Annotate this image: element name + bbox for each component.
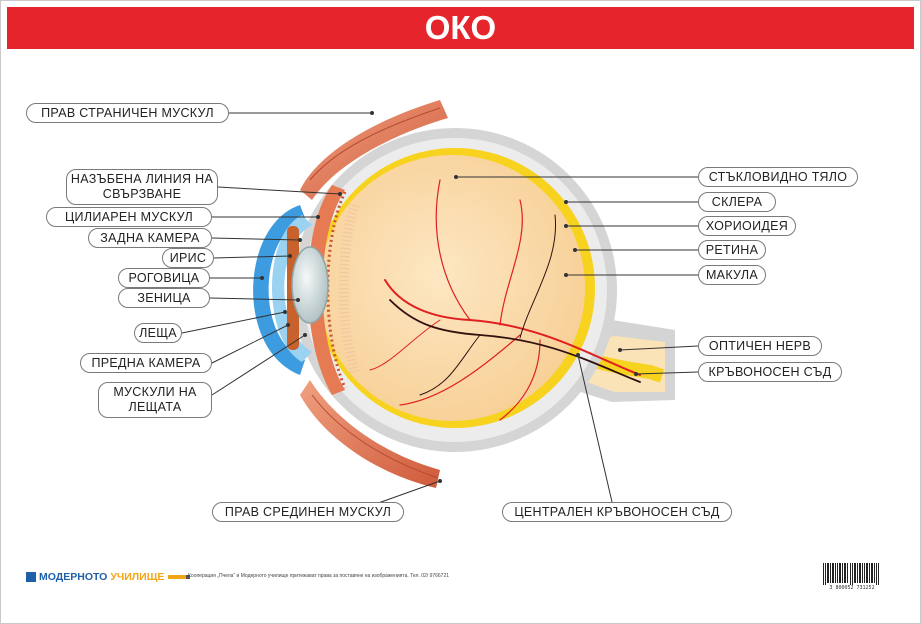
logo-text-part2: УЧИЛИЩЕ <box>110 571 165 583</box>
copyright-text: Кооперация „Пчела“ и Модерното училище п… <box>188 573 450 579</box>
publisher-logo: МОДЕРНОТО УЧИЛИЩЕ <box>26 570 191 584</box>
logo-text-part1: МОДЕРНОТО <box>39 571 108 583</box>
vitreous-body <box>319 155 585 421</box>
label-iris: ИРИС <box>162 248 214 268</box>
medial-muscle <box>300 380 440 488</box>
label-choroid: ХОРИОИДЕЯ <box>698 216 796 236</box>
label-blood-vessel: КРЪВОНОСЕН СЪД <box>698 362 842 382</box>
lateral-muscle <box>300 100 448 200</box>
logo-square-icon <box>26 572 36 582</box>
label-macula: МАКУЛА <box>698 265 766 285</box>
barcode-number: 3 800052 731252 <box>829 585 875 591</box>
lens <box>291 246 329 324</box>
label-medial-muscle: ПРАВ СРЕДИНЕН МУСКУЛ <box>212 502 404 522</box>
label-retina: РЕТИНА <box>698 240 766 260</box>
pencil-icon <box>168 575 191 579</box>
label-vitreous-body: СТЪКЛОВИДНО ТЯЛО <box>698 167 858 187</box>
blood-vessels <box>369 179 641 421</box>
ciliary-body <box>308 185 360 395</box>
title-bar: ОКО <box>7 7 914 49</box>
label-pupil: ЗЕНИЦА <box>118 288 210 308</box>
label-sclera: СКЛЕРА <box>698 192 776 212</box>
label-posterior-chamber: ЗАДНА КАМЕРА <box>88 228 212 248</box>
page-title: ОКО <box>424 9 497 46</box>
label-central-vessel: ЦЕНТРАЛЕН КРЪВОНОСЕН СЪД <box>502 502 732 522</box>
barcode-icon <box>823 563 879 585</box>
label-lateral-muscle: ПРАВ СТРАНИЧЕН МУСКУЛ <box>26 103 229 123</box>
label-lens-muscles: МУСКУЛИ НА ЛЕЩАТА <box>98 382 212 418</box>
label-optic-nerve: ОПТИЧЕН НЕРВ <box>698 336 822 356</box>
label-lens: ЛЕЩА <box>134 323 182 343</box>
cornea <box>253 205 312 375</box>
label-ciliary-muscle: ЦИЛИАРЕН МУСКУЛ <box>46 207 212 227</box>
label-cornea: РОГОВИЦА <box>118 268 210 288</box>
label-ora-serrata: НАЗЪБЕНА ЛИНИЯ НА СВЪРЗВАНЕ <box>66 169 218 205</box>
label-anterior-chamber: ПРЕДНА КАМЕРА <box>80 353 212 373</box>
